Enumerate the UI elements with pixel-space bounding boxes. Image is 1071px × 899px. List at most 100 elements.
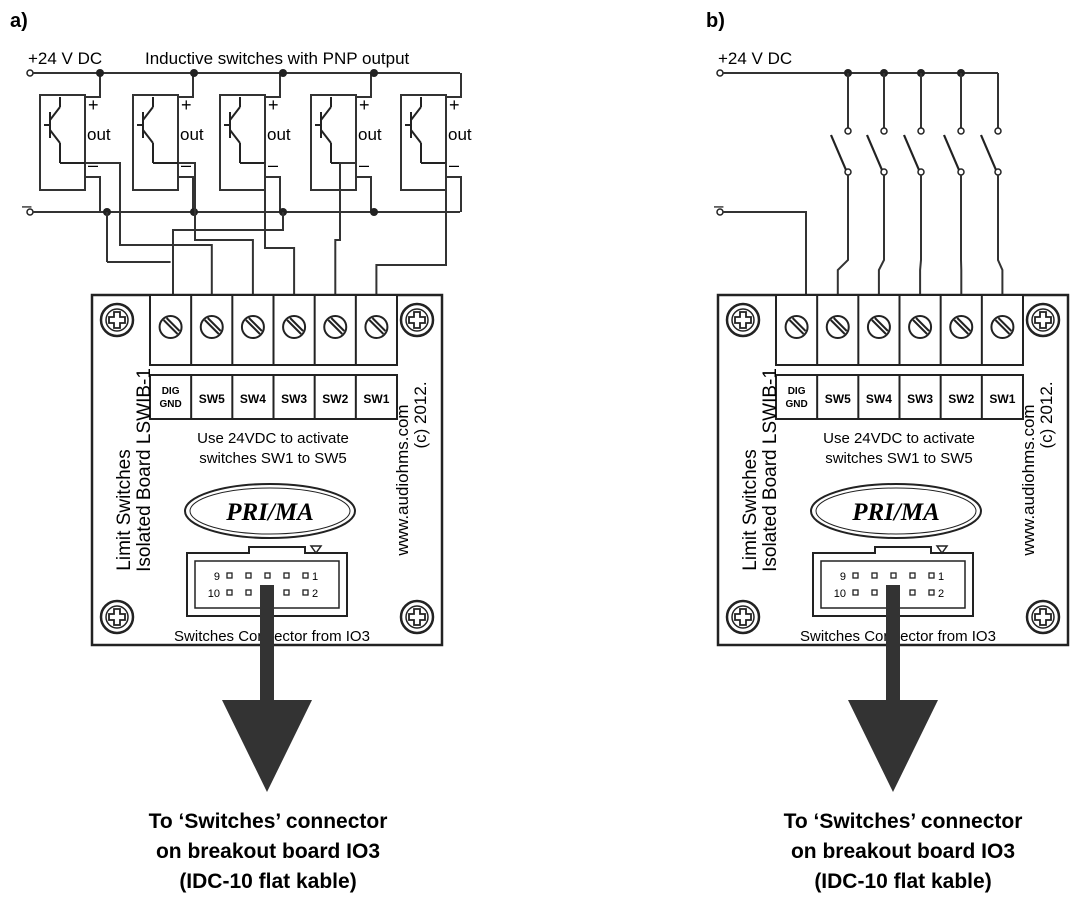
pnp-transistor-icon (219, 94, 266, 191)
idc-pin (928, 589, 935, 596)
idc-pin (283, 589, 290, 596)
pin-label-2: 2 (938, 588, 944, 600)
switch-contact-icon (994, 168, 1002, 176)
board-name-line2: Isolated Board LSWIB-1 (134, 368, 155, 572)
terminal-label-dig: DIG (788, 386, 806, 397)
board-name-line1: Limit Switches (114, 449, 135, 570)
panel-a-title: Inductive switches with PNP output (145, 49, 410, 68)
limit-switch (942, 69, 965, 295)
board-name-line1: Limit Switches (740, 449, 761, 570)
panel-b-destination-line1: To ‘Switches’ connector (784, 810, 1023, 833)
pin1-marker-icon (309, 545, 323, 555)
board-copyright: (c) 2012. (1037, 381, 1056, 448)
switch-contact-icon (917, 168, 925, 176)
terminal-label-gnd: GND (785, 399, 807, 410)
mounting-hole-icon (99, 302, 135, 338)
sensor-plus-label: + (88, 95, 99, 115)
pnp-sensor: +out– (132, 94, 204, 191)
pin-label-1: 1 (938, 571, 944, 583)
pnp-transistor-icon (132, 94, 179, 191)
idc-pin (890, 572, 897, 579)
terminal-label-dig: DIG (162, 386, 180, 397)
idc-pin (226, 589, 233, 596)
switch-contact-icon (880, 168, 888, 176)
limit-switch (902, 69, 925, 295)
panel-a: a) +24 V DC Inductive switches with PNP … (10, 10, 472, 295)
terminal-label: SW1 (989, 392, 1015, 406)
switch-lever-icon (865, 134, 884, 171)
cable-shaft (886, 585, 900, 705)
terminal-label-gnd: GND (159, 399, 181, 410)
panel-b-ground-label: – (714, 196, 724, 215)
idc-pin (928, 572, 935, 579)
idc-pin (302, 589, 309, 596)
pnp-transistor-icon (39, 94, 86, 191)
board-name-line2: Isolated Board LSWIB-1 (760, 368, 781, 572)
idc-pin (871, 589, 878, 596)
terminal-label: SW4 (866, 392, 892, 406)
sensor-plus-label: + (449, 95, 460, 115)
pin-label-2: 2 (312, 588, 318, 600)
cable-arrow-icon (848, 700, 938, 792)
pin-label-9: 9 (214, 571, 220, 583)
idc-pin (909, 572, 916, 579)
sensor-minus-label: – (449, 155, 459, 175)
board-note-line2: switches SW1 to SW5 (199, 450, 347, 467)
switch-lever-icon (829, 134, 848, 171)
panel-b: b) +24 V DC – (706, 10, 1004, 300)
panel-a-supply-label: +24 V DC (28, 49, 102, 68)
sensor-out-label: out (358, 125, 382, 144)
switch-contact-icon (844, 127, 852, 135)
switch-contact-icon (957, 168, 965, 176)
logo: PRI/MA (225, 499, 314, 526)
logo-ellipse (810, 483, 982, 539)
mounting-hole-icon (99, 599, 135, 635)
terminal-label: SW3 (907, 392, 933, 406)
pnp-transistor-icon (310, 94, 357, 191)
mounting-hole-icon (725, 599, 761, 635)
cable-arrow-icon (222, 700, 312, 792)
panel-b-ground-wire (723, 211, 807, 300)
pin-label-10: 10 (834, 588, 846, 600)
sensor-minus-label: – (359, 155, 369, 175)
sensor-minus-label: – (181, 155, 191, 175)
pin-label-1: 1 (312, 571, 318, 583)
switch-contact-icon (844, 168, 852, 176)
panel-b-label: b) (706, 10, 725, 32)
sensor-minus-label: – (88, 155, 98, 175)
idc-pin (226, 572, 233, 579)
limit-switch (865, 69, 888, 295)
panel-b-supply-label: +24 V DC (718, 49, 792, 68)
sensor-out-label: out (448, 125, 472, 144)
idc-pin (245, 589, 252, 596)
cable-shaft (260, 585, 274, 705)
terminal-label: SW5 (199, 392, 225, 406)
sensor-out-label: out (267, 125, 291, 144)
pin-label-10: 10 (208, 588, 220, 600)
sensor-minus-label: – (268, 155, 278, 175)
switch-contact-icon (917, 127, 925, 135)
logo-ellipse (184, 483, 356, 539)
board-note-line1: Use 24VDC to activate (197, 430, 349, 447)
board-copyright: (c) 2012. (411, 381, 430, 448)
terminal-label: SW4 (240, 392, 266, 406)
panel-b-destination-line3: (IDC-10 flat kable) (814, 870, 991, 893)
sensor-plus-label: + (181, 95, 192, 115)
mounting-hole-icon (399, 599, 435, 635)
terminal-label: SW1 (363, 392, 389, 406)
terminal-label: SW2 (322, 392, 348, 406)
idc-pin (283, 572, 290, 579)
terminal-label: SW2 (948, 392, 974, 406)
terminal-label: SW3 (281, 392, 307, 406)
pin1-marker-icon (935, 545, 949, 555)
board-note-line1: Use 24VDC to activate (823, 430, 975, 447)
board-website: www.audiohms.com (393, 404, 412, 556)
panel-a-destination-line3: (IDC-10 flat kable) (179, 870, 356, 893)
sensor-plus-label: + (359, 95, 370, 115)
pnp-sensor: + out – (310, 94, 382, 191)
switch-contact-icon (957, 127, 965, 135)
terminal-label: SW5 (825, 392, 851, 406)
